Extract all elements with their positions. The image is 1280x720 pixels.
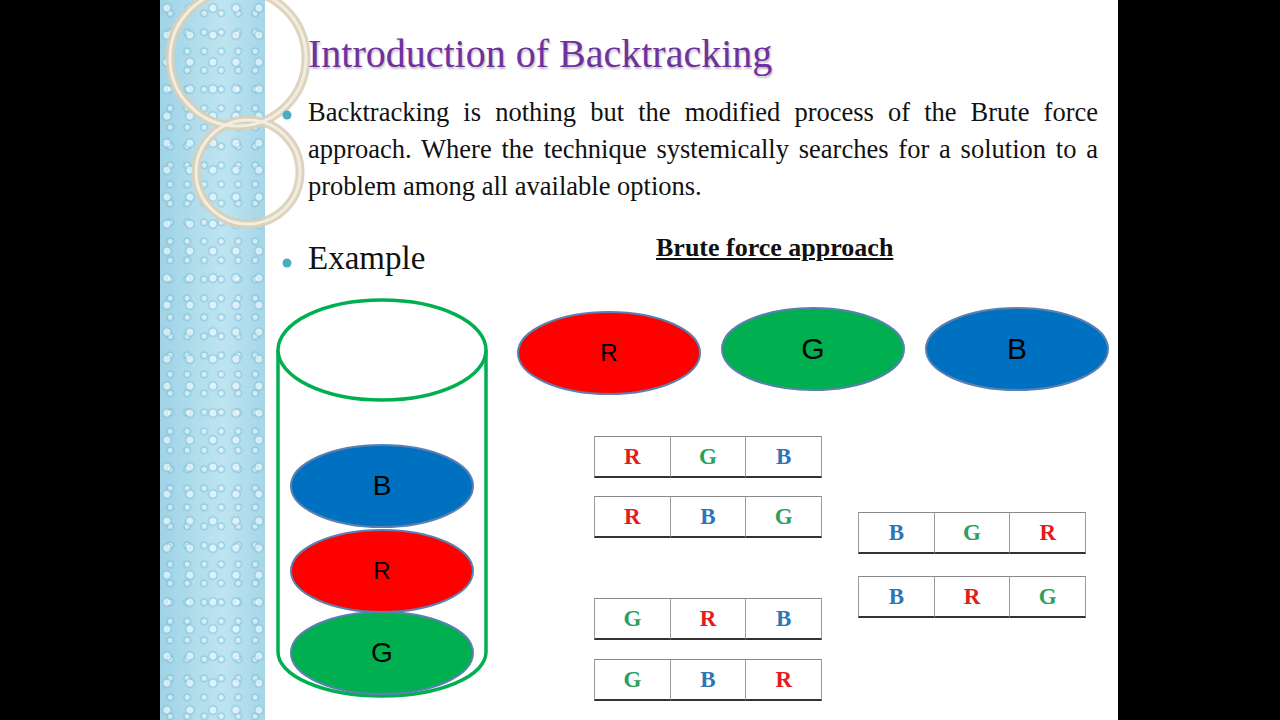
cell-letter: G <box>775 504 793 530</box>
ellipse-node: G <box>291 612 473 694</box>
cell-letter: R <box>700 606 717 632</box>
node-label: R <box>600 339 617 367</box>
table-cell: R <box>594 436 671 478</box>
cell-letter: G <box>1039 584 1057 610</box>
cell-letter: R <box>624 444 641 470</box>
cell-letter: B <box>776 606 791 632</box>
ellipse-node: G <box>722 308 904 390</box>
decor-ring <box>196 120 300 224</box>
node-text-holder: B <box>926 308 1108 390</box>
decor-ring <box>170 0 306 126</box>
table-cell: R <box>594 496 671 538</box>
cell-letter: G <box>623 667 641 693</box>
table-cell: R <box>1009 512 1086 554</box>
table-cell: R <box>745 659 822 701</box>
slide-title: Introduction of Backtracking <box>308 30 772 77</box>
ellipse-node: R <box>291 530 473 612</box>
cell-letter: R <box>775 667 792 693</box>
node-label: B <box>373 470 392 502</box>
table-cell: R <box>670 598 747 640</box>
letterbox <box>1118 0 1280 720</box>
section-heading: Brute force approach <box>656 233 893 263</box>
cell-letter: G <box>623 606 641 632</box>
water-strip <box>160 0 265 720</box>
node-label: G <box>371 637 393 669</box>
table-cell: B <box>858 576 935 618</box>
table-cell: B <box>670 496 747 538</box>
table-cell: B <box>745 436 822 478</box>
table-cell: G <box>670 436 747 478</box>
cylinder-body <box>278 350 486 696</box>
cell-letter: G <box>699 444 717 470</box>
cylinder-top <box>278 300 486 400</box>
table-cell: B <box>858 512 935 554</box>
table-cell: B <box>745 598 822 640</box>
table-cell: B <box>670 659 747 701</box>
cell-letter: B <box>889 520 904 546</box>
node-text-holder: R <box>291 530 473 612</box>
bullet <box>283 111 292 120</box>
decor-ring <box>196 120 300 224</box>
decor-ring <box>170 0 306 126</box>
node-text-holder: G <box>291 612 473 694</box>
node-label: B <box>1007 332 1027 366</box>
cylinder <box>278 300 486 696</box>
node-label: G <box>801 332 824 366</box>
table-cell: G <box>1009 576 1086 618</box>
node-text-holder: G <box>722 308 904 390</box>
table-cell: G <box>594 659 671 701</box>
ellipse-node: B <box>926 308 1108 390</box>
body-text: Backtracking is nothing but the modified… <box>308 94 1098 205</box>
ellipse-outline <box>291 530 473 612</box>
bullet-heading: Example <box>308 240 425 277</box>
ellipse-node: B <box>291 445 473 527</box>
cell-letter: R <box>624 504 641 530</box>
decor-rings <box>170 0 306 224</box>
cell-letter: B <box>700 504 715 530</box>
node-label: R <box>373 557 390 585</box>
ellipse-node: R <box>518 312 700 394</box>
bullet <box>283 259 292 268</box>
table-cell: R <box>934 576 1011 618</box>
ellipse-outline <box>291 445 473 527</box>
ellipse-outline <box>291 612 473 694</box>
cell-letter: B <box>889 584 904 610</box>
cell-letter: B <box>700 667 715 693</box>
cell-letter: R <box>964 584 981 610</box>
cell-letter: B <box>776 444 791 470</box>
table-cell: G <box>934 512 1011 554</box>
cell-letter: G <box>963 520 981 546</box>
table-cell: G <box>594 598 671 640</box>
node-text-holder: R <box>518 312 700 394</box>
ellipse-outline <box>722 308 904 390</box>
decor-rings-inner <box>170 0 306 224</box>
table-cell: G <box>745 496 822 538</box>
cell-letter: R <box>1039 520 1056 546</box>
ellipse-outline <box>518 312 700 394</box>
ellipse-outline <box>926 308 1108 390</box>
node-text-holder: B <box>291 445 473 527</box>
